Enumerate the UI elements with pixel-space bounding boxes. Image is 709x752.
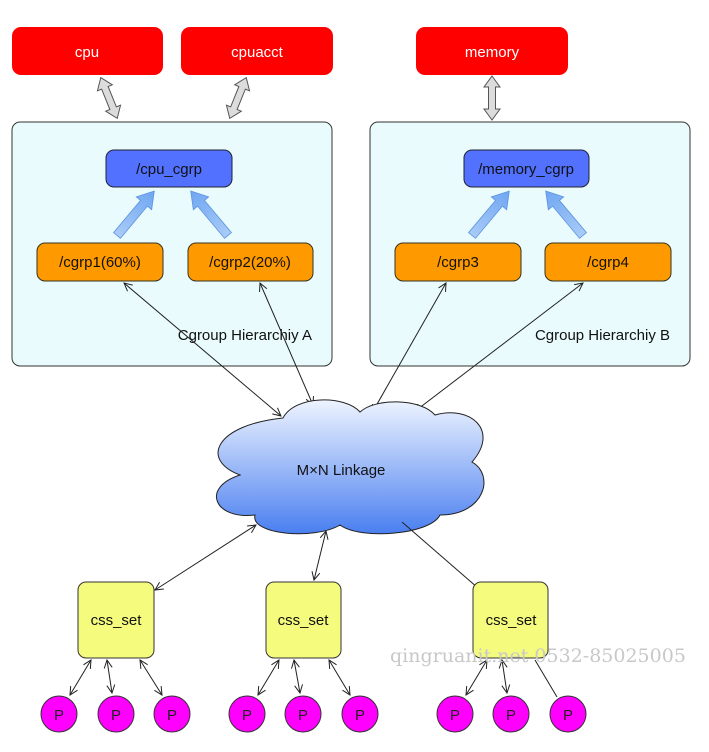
link-line <box>260 283 313 405</box>
process-node: P <box>284 695 322 733</box>
child-cgroup: /cgrp2(20%) <box>187 242 314 282</box>
svg-text:P: P <box>111 707 121 724</box>
subsystem-memory: memory <box>416 27 568 75</box>
link-line <box>401 521 479 589</box>
link-line <box>258 660 279 695</box>
link-line <box>466 660 487 695</box>
link-line <box>314 531 326 580</box>
cgroup-label: /memory_cgrp <box>478 161 574 178</box>
hierarchy-title: Cgroup Hierarchiy B <box>535 327 670 344</box>
css-set-label: css_set <box>91 612 143 629</box>
process-node: P <box>549 695 587 733</box>
cgroup-label: /cgrp4 <box>587 254 629 271</box>
subsystem-label: cpu <box>75 44 99 61</box>
process-node: P <box>436 695 474 733</box>
hierarchy-title: Cgroup Hierarchiy A <box>178 327 312 344</box>
attach-arrow-cpu <box>96 76 122 120</box>
svg-text:P: P <box>298 707 308 724</box>
subsystem-label: memory <box>465 44 520 61</box>
svg-text:P: P <box>242 707 252 724</box>
subsystem-cpuacct: cpuacct <box>181 27 333 75</box>
root-cgroup-cpu: /cpu_cgrp <box>105 149 233 188</box>
link-line <box>155 525 256 590</box>
link-line <box>70 660 91 695</box>
svg-text:P: P <box>563 707 573 724</box>
svg-text:P: P <box>167 707 177 724</box>
link-line <box>534 659 558 698</box>
linkage-lines <box>124 283 583 416</box>
child-cgroup: /cgrp3 <box>394 242 522 282</box>
child-cgroup: /cgrp1(60%) <box>36 242 164 282</box>
svg-text:P: P <box>355 707 365 724</box>
link-line <box>107 660 112 693</box>
process-node: P <box>341 695 379 733</box>
process-group: P P P P P P P P P <box>40 695 587 733</box>
css-set: css_set <box>472 581 549 659</box>
parent-arrow <box>112 190 588 239</box>
process-node: P <box>153 695 191 733</box>
css-set: css_set <box>265 581 342 659</box>
root-cgroup-memory: /memory_cgrp <box>463 149 590 188</box>
link-line <box>502 660 507 693</box>
css-set: css_set <box>77 581 155 659</box>
css-set-label: css_set <box>278 612 330 629</box>
attach-arrow-memory <box>483 75 501 121</box>
svg-text:P: P <box>54 707 64 724</box>
child-cgroup: /cgrp4 <box>544 242 672 282</box>
process-node: P <box>40 695 78 733</box>
subsystem-label: cpuacct <box>231 44 284 61</box>
process-node: P <box>97 695 135 733</box>
link-line <box>294 660 300 693</box>
process-links <box>70 659 558 698</box>
linkage-label: M×N Linkage <box>297 462 386 479</box>
link-line <box>414 283 583 412</box>
subsystem-cpu: cpu <box>12 27 163 75</box>
svg-text:P: P <box>450 707 460 724</box>
css-set-links <box>155 521 479 590</box>
link-line <box>140 660 162 695</box>
process-node: P <box>492 695 530 733</box>
attach-arrow-cpuacct <box>225 76 251 120</box>
cgroup-label: /cpu_cgrp <box>136 161 202 178</box>
link-line <box>124 283 281 416</box>
css-set-label: css_set <box>486 612 538 629</box>
watermark: qingruanit.net 0532-85025005 <box>390 645 686 667</box>
linkage-cloud: M×N Linkage <box>216 399 485 535</box>
cgroup-label: /cgrp1(60%) <box>59 254 141 271</box>
process-node: P <box>228 695 266 733</box>
link-line <box>329 660 350 695</box>
cgroup-label: /cgrp3 <box>437 254 479 271</box>
svg-text:P: P <box>506 707 516 724</box>
cgroup-label: /cgrp2(20%) <box>209 254 291 271</box>
